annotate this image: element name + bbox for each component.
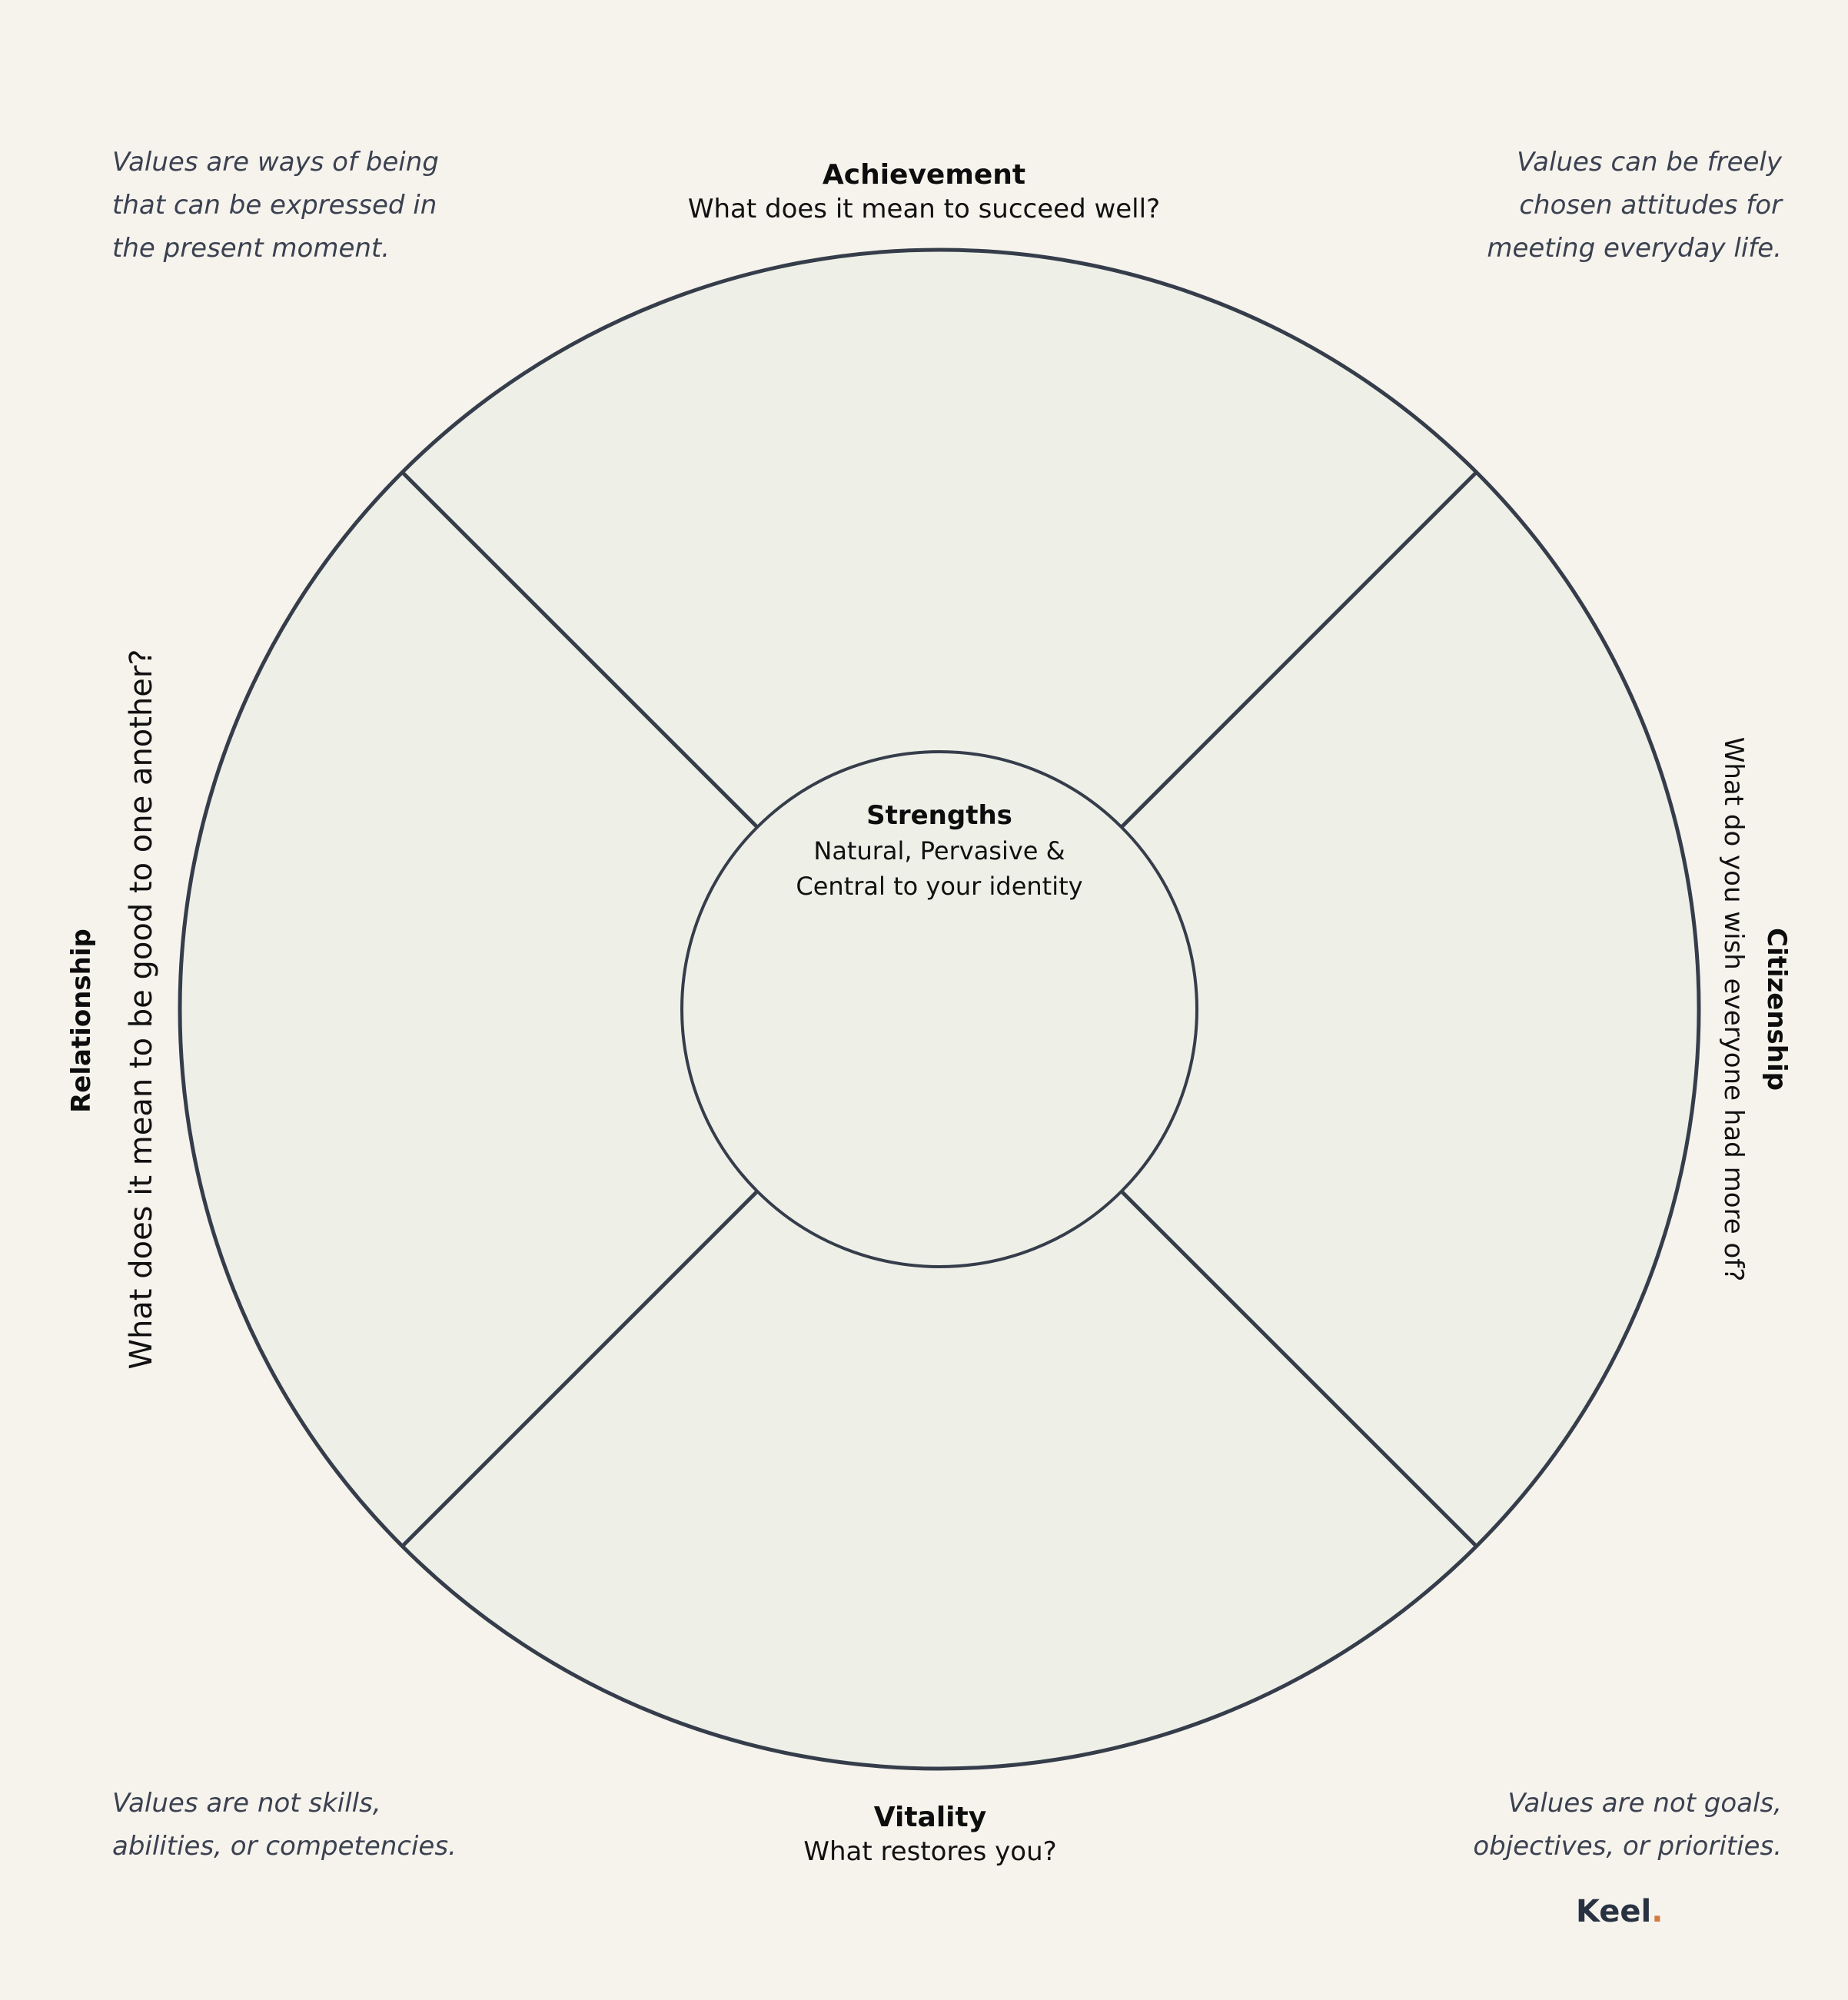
logo-dot: .: [1651, 1894, 1664, 1929]
relationship-question: What does it mean to be good to one anot…: [124, 649, 159, 1370]
strengths-subtitle: Natural, Pervasive & Central to your ide…: [796, 836, 1083, 901]
vitality-label: Vitality What restores you?: [803, 1801, 1056, 1869]
keel-logo: Keel.: [1576, 1894, 1663, 1929]
note-top-left: Values are ways of being that can be exp…: [112, 147, 439, 264]
divider-top-right: [1119, 470, 1478, 829]
logo-text: Keel: [1576, 1894, 1652, 1929]
vitality-title: Vitality: [873, 1802, 987, 1833]
note-top-right: Values can be freely chosen attitudes fo…: [1487, 147, 1782, 264]
note-bottom-right: Values are not goals, objectives, or pri…: [1473, 1788, 1782, 1862]
inner-circle: [680, 750, 1198, 1268]
achievement-title: Achievement: [822, 159, 1026, 191]
divider-top-left: [401, 470, 759, 829]
note-bottom-left: Values are not skills, abilities, or com…: [112, 1788, 457, 1862]
citizenship-question: What do you wish everyone had more of?: [1718, 736, 1749, 1282]
strengths-label: Strengths Natural, Pervasive & Central t…: [796, 798, 1082, 904]
citizenship-title: Citizenship: [1761, 927, 1792, 1091]
strengths-title: Strengths: [866, 800, 1012, 831]
vitality-question: What restores you?: [803, 1836, 1057, 1867]
achievement-question: What does it mean to succeed well?: [687, 194, 1161, 224]
relationship-title: Relationship: [66, 929, 97, 1113]
divider-bottom-left: [401, 1189, 759, 1548]
achievement-label: Achievement What does it mean to succeed…: [688, 158, 1160, 226]
divider-bottom-right: [1119, 1189, 1478, 1548]
